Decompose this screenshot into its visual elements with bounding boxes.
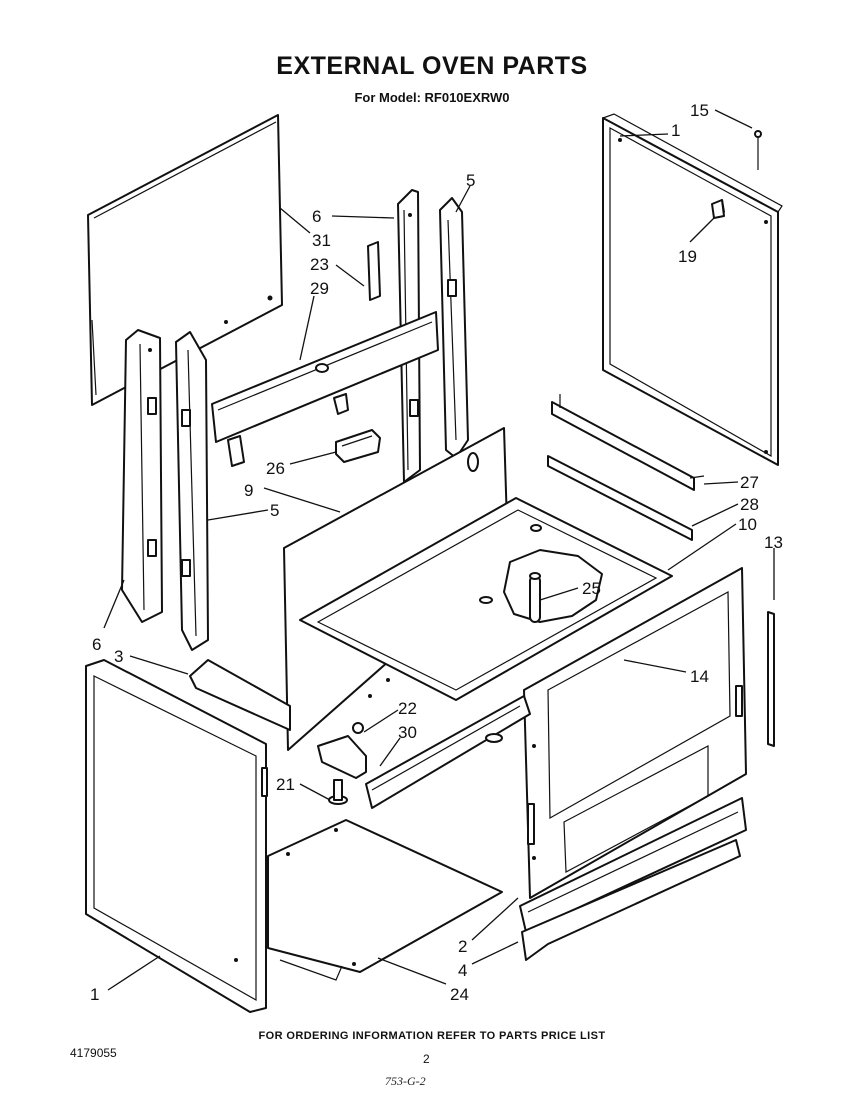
page-title: EXTERNAL OVEN PARTS [276, 52, 588, 80]
callout-1-bottom: 1 [90, 985, 99, 1004]
callout-30: 30 [398, 723, 417, 742]
model-subtitle: For Model: RF010EXRW0 [354, 90, 510, 105]
callout-6-top: 6 [312, 207, 321, 226]
cooktop-part-10 [299, 497, 673, 701]
callout-26: 26 [266, 459, 285, 478]
side-panel-part-1-bottom [85, 659, 268, 1013]
leveling-leg-part-21 [328, 779, 348, 805]
callout-6-mid: 6 [92, 635, 101, 654]
rail-part-27 [551, 394, 705, 491]
callout-13: 13 [764, 533, 783, 552]
side-channel-part-6-left [121, 329, 163, 623]
rail-part-28 [547, 455, 693, 541]
callout-31: 31 [312, 231, 331, 250]
callout-1-top: 1 [671, 121, 680, 140]
callout-21: 21 [276, 775, 295, 794]
side-panel-part-1-top [602, 113, 783, 466]
trim-part-13 [767, 611, 775, 747]
leader-lines [103, 109, 775, 991]
callout-19: 19 [678, 247, 697, 266]
kick-plate-part-2 [519, 797, 747, 933]
callout-25: 25 [582, 579, 601, 598]
clip-part-19 [711, 199, 725, 219]
bracket-part-29 [211, 311, 439, 467]
ordering-info-note: FOR ORDERING INFORMATION REFER TO PARTS … [258, 1030, 606, 1042]
callout-2: 2 [458, 937, 467, 956]
side-channel-part-5-left [175, 331, 209, 651]
callout-5-top: 5 [466, 171, 475, 190]
callout-3: 3 [114, 647, 123, 666]
callout-27: 27 [740, 473, 759, 492]
callout-14: 14 [690, 667, 709, 686]
page-number: 2 [423, 1052, 430, 1066]
side-channel-part-5-upper [409, 197, 469, 459]
screw-part-15 [754, 130, 762, 170]
bracket-part-22 [317, 722, 367, 779]
callout-labels: 15 1 5 6 31 23 29 19 26 9 5 27 28 10 13 … [90, 101, 783, 1004]
callout-28: 28 [740, 495, 759, 514]
callout-4: 4 [458, 961, 467, 980]
callout-9: 9 [244, 481, 253, 500]
callout-10: 10 [738, 515, 757, 534]
callout-24: 24 [450, 985, 469, 1004]
callout-15: 15 [690, 101, 709, 120]
callout-5-mid: 5 [270, 501, 279, 520]
handwritten-code: 753-G-2 [385, 1074, 426, 1088]
callout-29: 29 [310, 279, 329, 298]
strip-part-23 [367, 241, 381, 301]
base-rail-part-4 [521, 839, 741, 961]
callout-23: 23 [310, 255, 329, 274]
callout-22: 22 [398, 699, 417, 718]
front-frame-part-14 [523, 567, 747, 899]
document-number: 4179055 [70, 1046, 117, 1060]
bracket-part-3 [189, 659, 291, 731]
bottom-panel-part-24 [267, 819, 503, 981]
channel-part-30 [365, 695, 531, 809]
block-part-26 [335, 429, 381, 463]
